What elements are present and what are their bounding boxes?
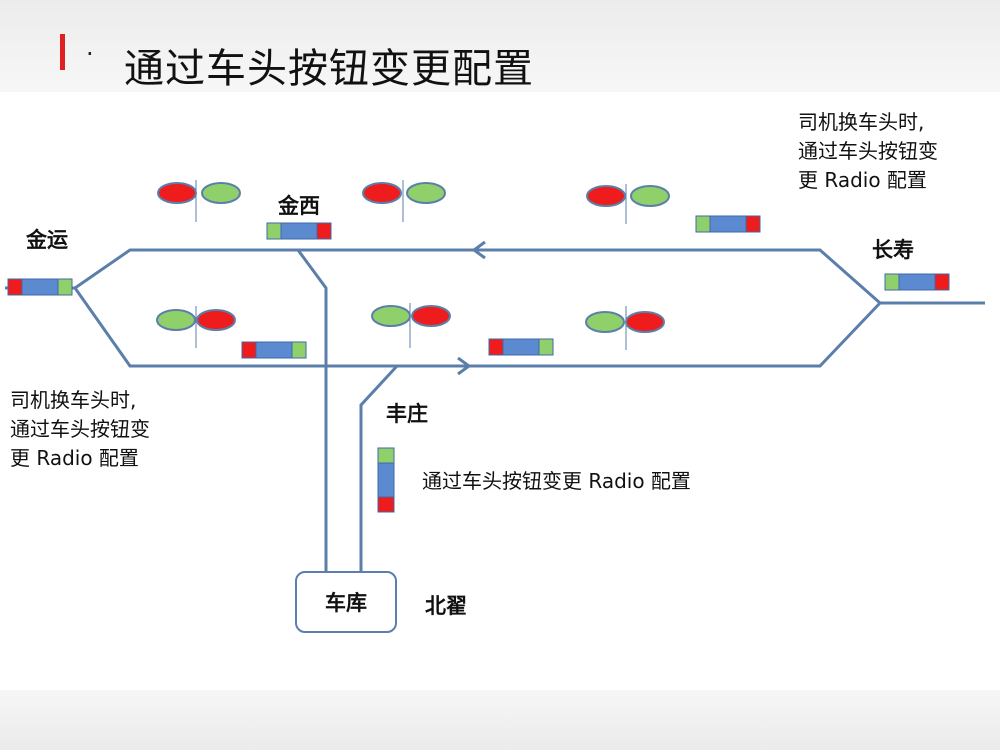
train-changshou [884,273,950,291]
depot-box: 车库 [295,571,397,633]
station-label-beidi: 北翟 [425,594,467,618]
depot-branch-track-1 [296,249,328,571]
train-bottom-middle [488,338,554,356]
note-left: 司机换车头时, 通过车头按钮变 更 Radio 配置 [10,388,150,470]
train-jinyun [7,278,73,296]
signal-bottom-3 [585,306,665,350]
signal-top-2 [362,180,446,222]
train-jinxi [266,222,332,240]
signal-top-3 [586,184,670,224]
title-accent-bar [60,34,65,70]
legend-note: 通过车头按钮变更 Radio 配置 [422,469,691,493]
signal-bottom-2 [371,303,451,348]
depot-branch-track-2 [359,364,399,571]
arrow-left-icon [471,240,486,260]
signal-bottom-1 [156,306,236,348]
header-band [0,0,1000,92]
train-top-right [695,215,761,233]
trains [7,215,950,513]
tracks [5,240,985,571]
station-label-jinyun: 金运 [26,228,68,252]
train-bottom-left [241,341,307,359]
note-top-right: 司机换车头时, 通过车头按钮变 更 Radio 配置 [798,110,938,192]
station-label-jinxi: 金西 [278,194,320,218]
train-legend-vertical [377,447,395,513]
title-bullet: · [86,40,94,68]
page-title: 通过车头按钮变更配置 [124,46,534,92]
signal-top-1 [157,180,241,222]
arrow-right-icon [457,356,472,376]
signal-group [156,180,670,350]
footer-band [0,690,1000,750]
station-label-fengzhuang: 丰庄 [386,402,428,426]
station-label-changshou: 长寿 [872,238,914,262]
